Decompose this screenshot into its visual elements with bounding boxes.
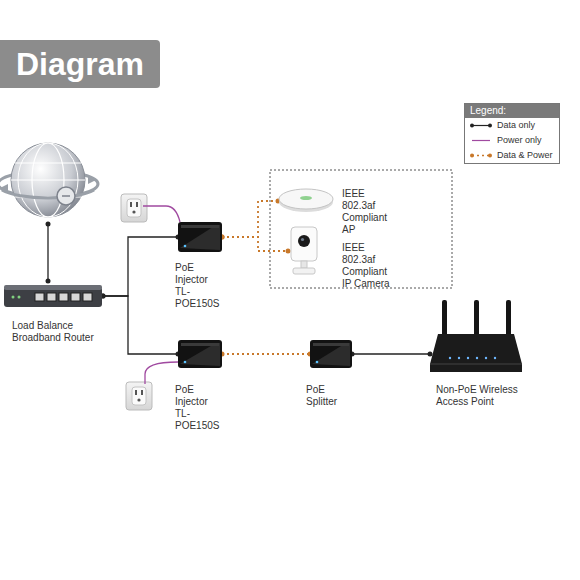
legend-text: Data & Power (497, 148, 559, 163)
legend-row: Data only (465, 118, 559, 133)
legend-line-sample (469, 136, 493, 145)
device-picture (178, 340, 222, 368)
page-title: Diagram (0, 40, 160, 88)
legend-line-sample (469, 151, 493, 160)
cable-connector (222, 201, 278, 237)
device-label: Non-PoE Wireless Access Point (436, 384, 524, 408)
device-picture (3, 284, 103, 308)
legend-box: Legend:Data onlyPower onlyData & Power (464, 103, 560, 164)
connector-group (220, 352, 313, 357)
legend-row: Power only (465, 133, 559, 148)
power-outlet (126, 382, 152, 410)
device-picture (310, 340, 352, 368)
legend-text: Power only (497, 133, 559, 148)
cable-connector (103, 237, 178, 296)
uplink-wire (46, 222, 51, 284)
wap-node: Non-PoE Wireless Access Point (430, 298, 524, 446)
ap-icon (278, 187, 334, 215)
camera-node: IEEE 802.3af Compliant IP Camera (288, 226, 390, 304)
injector-icon (178, 222, 222, 252)
legend-line-sample (469, 121, 493, 130)
power-wire (143, 206, 180, 384)
connector-group (101, 294, 181, 357)
wap-icon (430, 298, 522, 376)
device-label: Load Balance Broadband Router (12, 320, 104, 344)
injector-icon (178, 340, 222, 368)
router-node: Load Balance Broadband Router (3, 284, 105, 370)
device-picture (288, 226, 320, 276)
injector-node: PoE Injector TL-POE150S (175, 222, 224, 312)
cable-connector (222, 237, 288, 251)
splitter-icon (310, 340, 352, 368)
legend-row: Data & Power (465, 148, 559, 163)
legend-heading: Legend: (465, 104, 559, 118)
connector-group (220, 199, 281, 240)
device-label: IEEE 802.3af Compliant AP (342, 188, 390, 236)
cable-end-dot (286, 249, 291, 254)
device-picture (278, 187, 334, 215)
internet-globe (0, 143, 98, 217)
device-picture (178, 222, 222, 252)
splitter-node: PoE Splitter (306, 340, 354, 410)
device-label: PoE Splitter (306, 384, 354, 408)
device-picture (430, 298, 522, 376)
power-outlet (121, 194, 147, 222)
legend-text: Data only (497, 118, 559, 133)
injector-node: PoE Injector TL-POE150S (175, 340, 224, 434)
device-label: IEEE 802.3af Compliant IP Camera (342, 242, 390, 290)
connector-group (101, 235, 181, 299)
connector-group (350, 352, 433, 357)
device-label: PoE Injector TL-POE150S (175, 262, 224, 310)
router-icon (3, 284, 103, 308)
cable-connector (352, 353, 430, 354)
cable-end-dot (428, 352, 433, 357)
camera-icon (288, 226, 320, 276)
cable-connector (103, 296, 178, 354)
connector-group (220, 235, 291, 254)
cable-connector (222, 353, 310, 355)
device-label: PoE Injector TL-POE150S (175, 384, 224, 432)
